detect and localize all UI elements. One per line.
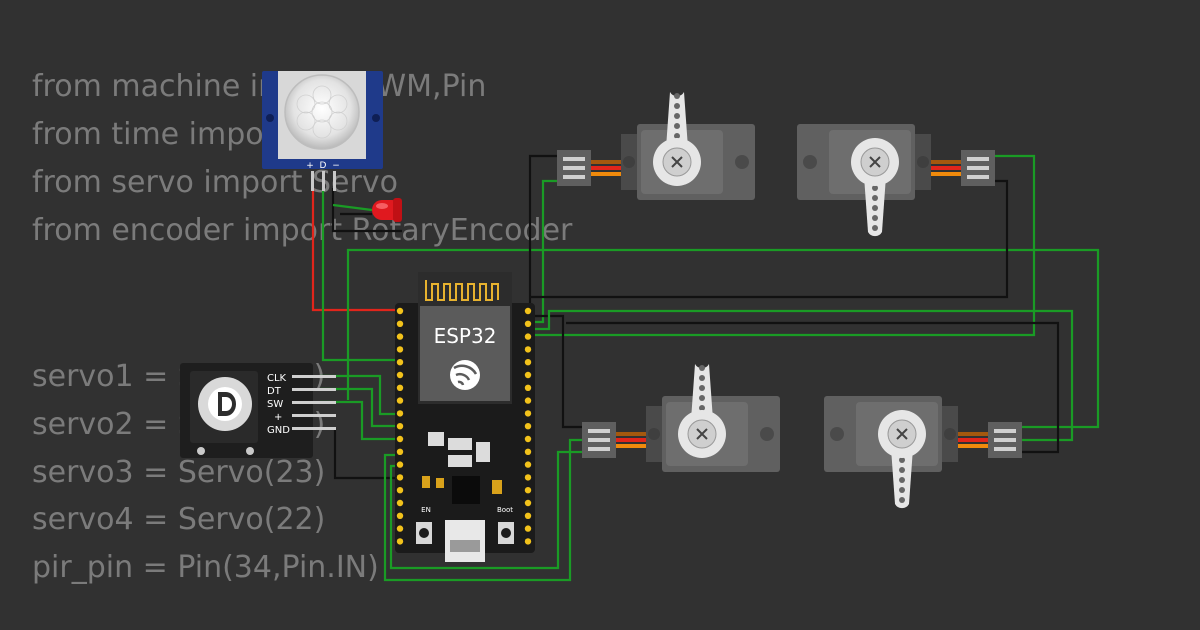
wire-servo3-gnd[interactable] xyxy=(527,314,588,429)
servo-3[interactable] xyxy=(582,364,780,472)
header-pin[interactable] xyxy=(524,397,532,404)
wire-pir-gnd[interactable] xyxy=(331,188,402,233)
boot-button-label: Boot xyxy=(497,506,513,514)
servo-1[interactable] xyxy=(557,92,755,200)
servo-2[interactable] xyxy=(797,124,995,237)
header-pin[interactable] xyxy=(524,333,532,340)
esp32-antenna xyxy=(425,280,499,301)
esp32-board[interactable]: ESP32 EN Boot xyxy=(395,272,535,562)
wire-encoder-sw[interactable] xyxy=(320,400,402,441)
header-pin[interactable] xyxy=(524,320,532,327)
header-pin[interactable] xyxy=(524,474,532,481)
header-pin[interactable] xyxy=(524,525,532,532)
wire-servo4-gnd[interactable] xyxy=(566,321,1060,454)
header-pin[interactable] xyxy=(524,384,532,391)
usb-chip xyxy=(452,476,480,504)
wire-encoder-gnd[interactable] xyxy=(333,428,402,480)
pir-dome-pattern xyxy=(296,85,348,139)
wire-encoder-clk[interactable] xyxy=(320,374,402,416)
encoder-pin-label-vcc: + xyxy=(274,412,282,423)
rotary-encoder[interactable]: CLK DT SW + GND xyxy=(180,363,336,458)
header-pin[interactable] xyxy=(396,525,404,532)
pir-pins xyxy=(311,171,336,191)
header-pin[interactable] xyxy=(524,499,532,507)
encoder-pin-label-sw: SW xyxy=(267,399,283,410)
wire-servo1-signal[interactable] xyxy=(527,179,560,324)
encoder-pin-label-clk: CLK xyxy=(267,373,287,384)
header-pin[interactable] xyxy=(524,461,532,468)
header-pin[interactable] xyxy=(396,512,404,519)
header-pin[interactable] xyxy=(524,346,532,353)
pir-mount-hole-right xyxy=(372,114,380,122)
header-pin[interactable] xyxy=(396,397,404,404)
header-pins-left[interactable] xyxy=(396,307,404,545)
wires xyxy=(311,154,1100,582)
en-button-label: EN xyxy=(421,506,431,514)
pir-pin-label-data: D xyxy=(320,161,327,171)
header-pin[interactable] xyxy=(396,448,404,455)
header-pin[interactable] xyxy=(524,410,532,417)
pir-mount-hole-left xyxy=(266,114,274,122)
header-pin[interactable] xyxy=(524,423,532,430)
wire-pir-data[interactable] xyxy=(321,188,402,362)
header-pin[interactable] xyxy=(396,371,404,379)
header-pin[interactable] xyxy=(396,461,404,468)
wire-servo3-signal[interactable] xyxy=(383,438,588,582)
wire-led-anode[interactable] xyxy=(332,203,373,212)
header-pins-right[interactable] xyxy=(524,307,532,545)
wire-encoder-vcc[interactable] xyxy=(346,248,1100,429)
code-line-3: from servo import Servo xyxy=(32,165,398,200)
header-pin[interactable] xyxy=(524,538,532,545)
wire-servo4-signal[interactable] xyxy=(527,309,1074,442)
header-pin[interactable] xyxy=(524,359,532,366)
encoder-mount-hole xyxy=(197,447,205,455)
encoder-pin-label-gnd: GND xyxy=(267,425,290,436)
header-pin[interactable] xyxy=(524,307,532,315)
header-pin[interactable] xyxy=(396,346,404,353)
header-pin[interactable] xyxy=(524,371,532,379)
code-line-9: servo4 = Servo(22) xyxy=(32,502,326,537)
header-pin[interactable] xyxy=(524,487,532,494)
pir-sensor[interactable]: + D − xyxy=(262,71,383,191)
esp32-label: ESP32 xyxy=(434,324,497,348)
red-led[interactable] xyxy=(372,198,402,222)
header-pin[interactable] xyxy=(524,448,532,455)
wire-servo3-vcc[interactable] xyxy=(389,450,588,570)
header-pin[interactable] xyxy=(396,410,404,417)
header-pin[interactable] xyxy=(396,307,404,315)
wire-pir-vcc[interactable] xyxy=(311,188,402,312)
encoder-pins xyxy=(292,375,336,430)
header-pin[interactable] xyxy=(396,333,404,340)
header-pin[interactable] xyxy=(524,435,532,443)
header-pin[interactable] xyxy=(524,512,532,519)
code-line-10: pir_pin = Pin(34,Pin.IN) xyxy=(32,550,379,585)
header-pin[interactable] xyxy=(396,538,404,545)
header-pin[interactable] xyxy=(396,499,404,507)
header-pin[interactable] xyxy=(396,384,404,391)
header-pin[interactable] xyxy=(396,487,404,494)
wire-servo2-signal[interactable] xyxy=(527,154,1036,337)
code-line-8: servo3 = Servo(23) xyxy=(32,455,326,490)
servo-4[interactable] xyxy=(824,396,1022,509)
wire-servo2-gnd[interactable] xyxy=(530,179,1009,299)
header-pin[interactable] xyxy=(396,320,404,327)
header-pin[interactable] xyxy=(396,423,404,430)
header-pin[interactable] xyxy=(396,474,404,481)
header-pin[interactable] xyxy=(396,435,404,443)
pir-pin-label-gnd: − xyxy=(332,161,340,171)
pir-dome xyxy=(284,74,360,150)
encoder-pin-label-dt: DT xyxy=(267,386,282,397)
pir-pin-label-vcc: + xyxy=(306,161,314,171)
wire-encoder-dt[interactable] xyxy=(320,387,402,428)
header-pin[interactable] xyxy=(396,359,404,366)
